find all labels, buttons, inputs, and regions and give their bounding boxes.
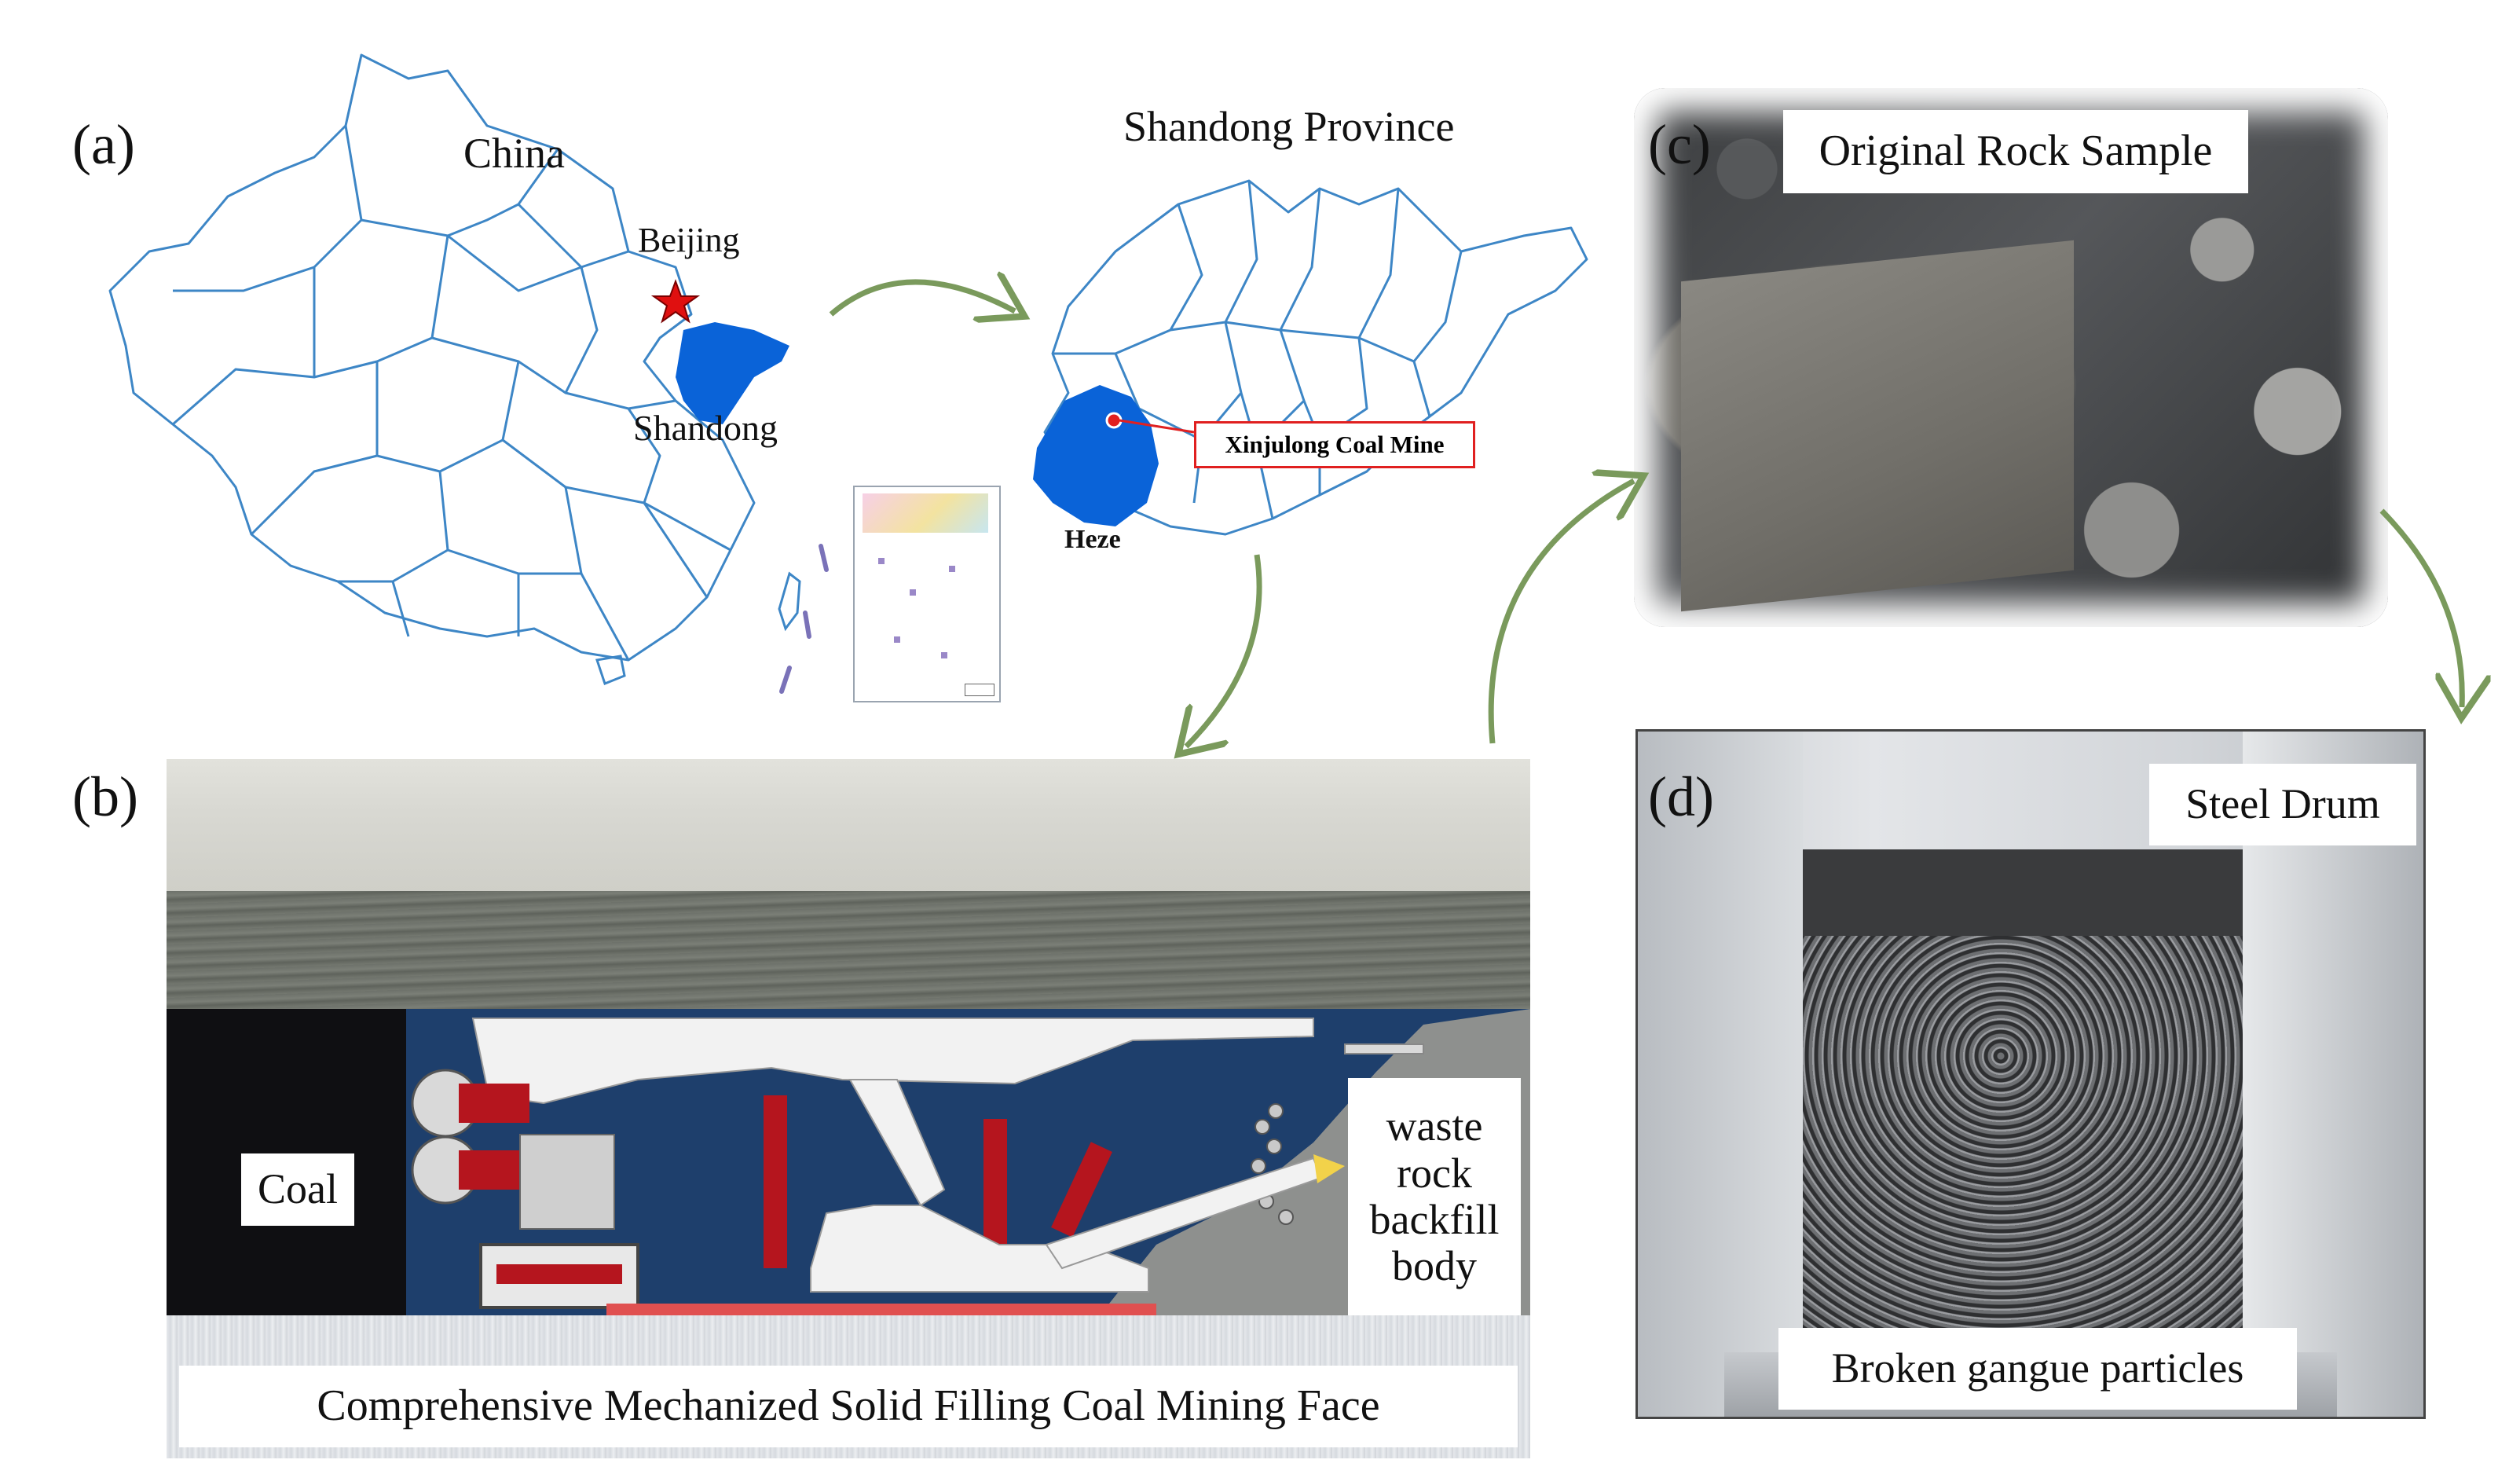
arrow-china-to-shandong bbox=[829, 282, 1015, 314]
gangue-particles-label: Broken gangue particles bbox=[1778, 1328, 2297, 1410]
waste-label-line-4: body bbox=[1392, 1242, 1477, 1290]
waste-label-line-3: backfill bbox=[1369, 1196, 1500, 1243]
waste-rock-label: waste rock backfill body bbox=[1348, 1078, 1521, 1315]
hainan-island bbox=[595, 655, 626, 685]
shandong-province-map bbox=[1033, 179, 1588, 536]
taiwan-island bbox=[778, 571, 801, 632]
roof-stratum-lower bbox=[167, 891, 1530, 1009]
waste-label-line-1: waste bbox=[1386, 1102, 1483, 1150]
steel-drum-label: Steel Drum bbox=[2149, 764, 2416, 845]
waste-label-line-2: rock bbox=[1397, 1149, 1472, 1197]
roof-stratum-upper bbox=[167, 759, 1530, 891]
heze-highlight bbox=[1033, 385, 1159, 526]
beijing-star-icon bbox=[650, 279, 701, 324]
drum-left-wall bbox=[1638, 732, 1803, 1417]
sea-dashes bbox=[779, 544, 829, 694]
shandong-highlight bbox=[676, 322, 789, 424]
mining-face-scene: Coal waste rock backfill body Comprehens… bbox=[167, 759, 1530, 1458]
south-china-sea-inset bbox=[853, 486, 1001, 702]
panel-a-letter: (a) bbox=[72, 113, 135, 176]
arrow-shandong-to-face bbox=[1186, 554, 1262, 746]
rock-sample-caption: Original Rock Sample bbox=[1783, 110, 2248, 193]
front-leg bbox=[764, 1095, 787, 1268]
panel-c-letter: (c) bbox=[1648, 113, 1711, 176]
beijing-label: Beijing bbox=[638, 221, 740, 259]
arrow-rock-to-drum bbox=[2379, 508, 2462, 707]
mine-label: Xinjulong Coal Mine bbox=[1194, 421, 1475, 468]
china-map bbox=[108, 53, 829, 694]
hydraulic-support bbox=[411, 1018, 1424, 1316]
province-title: Shandong Province bbox=[1123, 103, 1455, 150]
coal-label: Coal bbox=[241, 1153, 354, 1226]
mining-face-caption: Comprehensive Mechanized Solid Filling C… bbox=[179, 1366, 1518, 1447]
china-title: China bbox=[463, 130, 565, 177]
china-outline bbox=[108, 53, 756, 662]
panel-d-letter: (d) bbox=[1648, 765, 1714, 828]
panel-b-letter: (b) bbox=[72, 765, 138, 828]
shandong-label: Shandong bbox=[633, 408, 778, 448]
heze-label: Heze bbox=[1064, 525, 1121, 554]
drum-right-wall bbox=[2243, 732, 2423, 1417]
gangue-particles bbox=[1803, 936, 2298, 1337]
arrow-face-to-rock bbox=[1488, 481, 1634, 744]
